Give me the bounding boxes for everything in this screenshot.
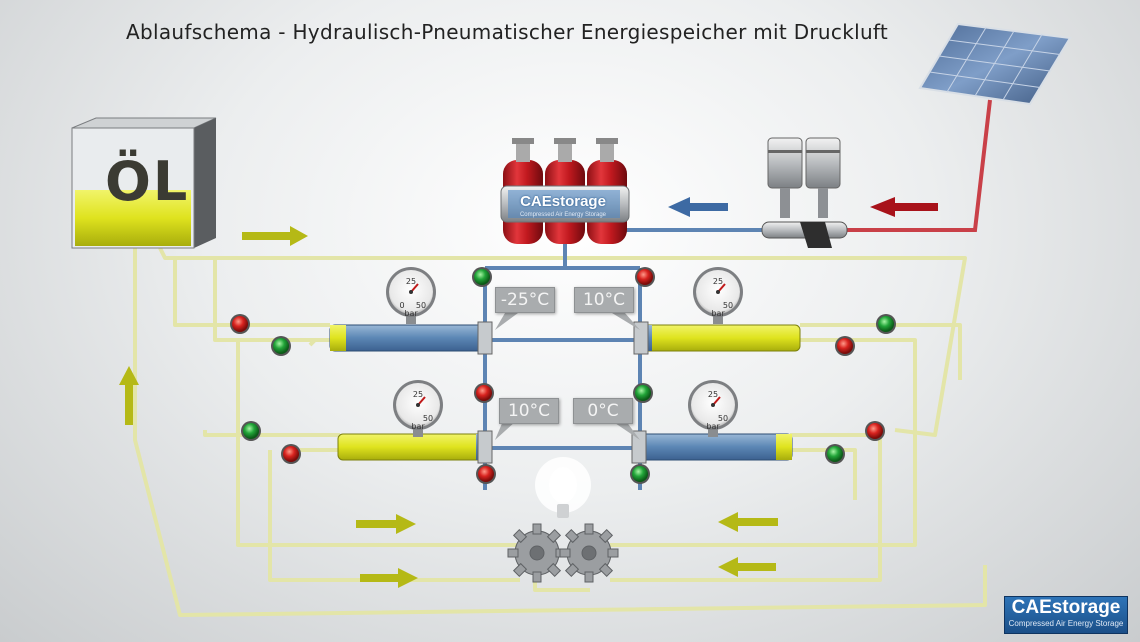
storage-tagline: Compressed Air Energy Storage [519, 212, 607, 218]
compressor [761, 137, 848, 248]
solar-panel [918, 22, 1072, 106]
diagram-title: Ablaufschema - Hydraulisch-Pneumatischer… [126, 20, 889, 44]
cylinder-bottom-right [631, 430, 793, 464]
storage-brand-label: CAEstorage Compressed Air Energy Storage [510, 193, 616, 219]
gauge-scale-mid: 50 [416, 301, 426, 310]
gauge-unit: bar [711, 309, 725, 318]
valve-led-green [633, 383, 653, 403]
gas-bottles [500, 138, 630, 244]
oil-tank-label: ÖL [105, 150, 190, 213]
valve-led-red [474, 383, 494, 403]
gauge-scale-max: 25 [406, 277, 416, 286]
gauge-scale-mid: 50 [423, 414, 433, 423]
temp-callout-pointers [495, 313, 640, 440]
gauge-scale-min: 0 [399, 301, 404, 310]
valve-led-green [271, 336, 291, 356]
logo-tagline: Compressed Air Energy Storage [1008, 619, 1124, 628]
valve-led-green [472, 267, 492, 287]
power-line [845, 99, 992, 232]
gauge-scale-mid: 50 [718, 414, 728, 423]
temperature-readout: 10°C [499, 398, 559, 424]
valve-led-red [865, 421, 885, 441]
cylinder-top-left [329, 321, 493, 355]
gauge-unit: bar [706, 422, 720, 431]
flow-arrows [119, 197, 938, 588]
oil-pipe-network [133, 247, 987, 617]
valve-led-green [825, 444, 845, 464]
gauge-unit: bar [404, 309, 418, 318]
valve-led-green [630, 464, 650, 484]
valve-led-red [635, 267, 655, 287]
gauge-scale-max: 25 [708, 390, 718, 399]
gauge-scale-max: 25 [413, 390, 423, 399]
valve-led-green [876, 314, 896, 334]
valve-led-red [835, 336, 855, 356]
air-pipe-network [483, 228, 770, 490]
gauge-scale-mid: 50 [723, 301, 733, 310]
valve-led-red [476, 464, 496, 484]
oil-tank [71, 117, 217, 249]
storage-brand: CAEstorage [520, 193, 606, 210]
logo-brand: CAEstorage [1011, 597, 1121, 618]
valve-led-red [281, 444, 301, 464]
temperature-readout: 10°C [574, 287, 634, 313]
valve-led-red [230, 314, 250, 334]
gauge-scale-max: 25 [713, 277, 723, 286]
gauge-unit: bar [411, 422, 425, 431]
light-bulb [535, 457, 591, 518]
temperature-readout: 0°C [573, 398, 633, 424]
cylinder-top-right [633, 321, 801, 355]
brand-logo: CAEstorage Compressed Air Energy Storage [1004, 596, 1128, 634]
valve-led-green [241, 421, 261, 441]
gear-generator [507, 523, 619, 583]
temperature-readout: -25°C [495, 287, 555, 313]
